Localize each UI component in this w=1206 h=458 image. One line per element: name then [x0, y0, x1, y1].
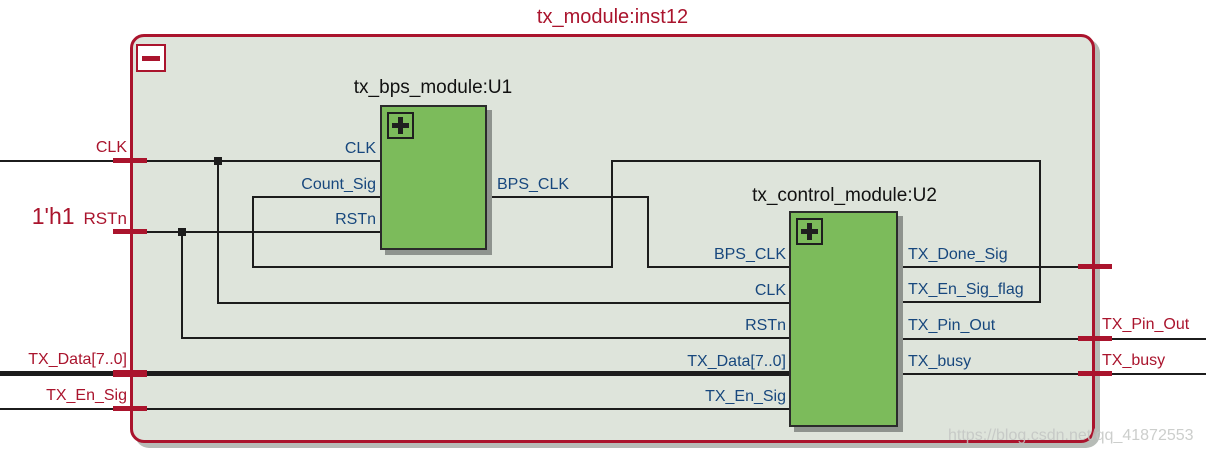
u2-block[interactable] — [789, 211, 898, 427]
port-tick-txpinout — [1078, 336, 1112, 341]
external-label-txensig: TX_En_Sig — [46, 387, 127, 404]
u2-expand-button[interactable] — [796, 218, 823, 245]
wire-txdonesig — [888, 266, 1095, 268]
port-tick-txbusy — [1078, 371, 1112, 376]
external-label-txpinout: TX_Pin_Out — [1102, 316, 1190, 333]
port-tick-rstn — [113, 229, 147, 234]
wire-txbusy — [888, 373, 1206, 375]
external-label-txbusy: TX_busy — [1102, 352, 1166, 369]
u2-port-bpsclk: BPS_CLK — [713, 246, 786, 263]
port-tick-txdata — [113, 370, 147, 377]
wire-bpsclk-to-u2 — [647, 266, 808, 268]
u1-port-clk: CLK — [344, 140, 376, 157]
wire-countsig-h — [252, 196, 398, 198]
u1-title: tx_bps_module:U1 — [353, 77, 513, 98]
wire-feedback-top — [611, 160, 1041, 162]
u2-port-rstn: RSTn — [745, 317, 786, 334]
wire-clk-to-u2 — [217, 302, 808, 304]
wire-bpsclk-drop — [647, 196, 649, 268]
u2-port-txdata: TX_Data[7..0] — [687, 353, 786, 370]
u2-port-txbusy: TX_busy — [908, 353, 972, 370]
junction-dot-rstn — [178, 228, 186, 236]
external-label-clk: CLK — [95, 139, 127, 156]
wire-feedback-down — [1039, 160, 1041, 303]
wire-txdata-bus — [0, 371, 790, 376]
port-tick-txdonesig — [1078, 264, 1112, 269]
u1-block[interactable] — [380, 105, 487, 250]
wire-txensigflag — [888, 301, 1041, 303]
wire-clk-input — [0, 160, 398, 162]
wire-feedback-up — [611, 160, 613, 268]
wire-rstn-input — [130, 231, 398, 233]
rstn-name: RSTn — [83, 209, 127, 228]
module-title: tx_module:inst12 — [536, 6, 689, 28]
port-tick-clk — [113, 158, 147, 163]
minus-icon — [142, 55, 160, 61]
watermark: https://blog.csdn.net/qq_41872553 — [948, 427, 1194, 444]
wire-rstn-drop — [181, 231, 183, 339]
external-label-rstn: 1'h1 RSTn — [0, 203, 127, 230]
external-label-txdata: TX_Data[7..0] — [28, 351, 127, 368]
u2-port-txensig: TX_En_Sig — [705, 388, 786, 405]
u1-port-countsig: Count_Sig — [301, 176, 376, 193]
port-tick-txensig — [113, 406, 147, 411]
u2-port-clk: CLK — [754, 282, 786, 299]
constant-value: 1'h1 — [31, 203, 75, 229]
u1-port-bpsclk: BPS_CLK — [497, 176, 570, 193]
collapse-button[interactable] — [136, 44, 166, 72]
wire-txensig-input — [0, 408, 808, 410]
plus-icon — [807, 223, 812, 240]
wire-countsig-v — [252, 196, 254, 268]
u2-port-txensigflag: TX_En_Sig_flag — [908, 281, 1024, 298]
wire-bpsclk-out — [468, 196, 649, 198]
u2-port-txdonesig: TX_Done_Sig — [908, 246, 1008, 263]
u1-port-rstn: RSTn — [335, 211, 376, 228]
u2-title: tx_control_module:U2 — [752, 185, 937, 206]
wire-rstn-to-u2 — [181, 337, 808, 339]
wire-txpinout — [888, 338, 1206, 340]
u1-expand-button[interactable] — [387, 112, 414, 139]
wire-feedback-bottom — [252, 266, 613, 268]
plus-icon — [398, 117, 403, 134]
junction-dot-clk — [214, 157, 222, 165]
u2-port-txpinout: TX_Pin_Out — [908, 317, 996, 334]
